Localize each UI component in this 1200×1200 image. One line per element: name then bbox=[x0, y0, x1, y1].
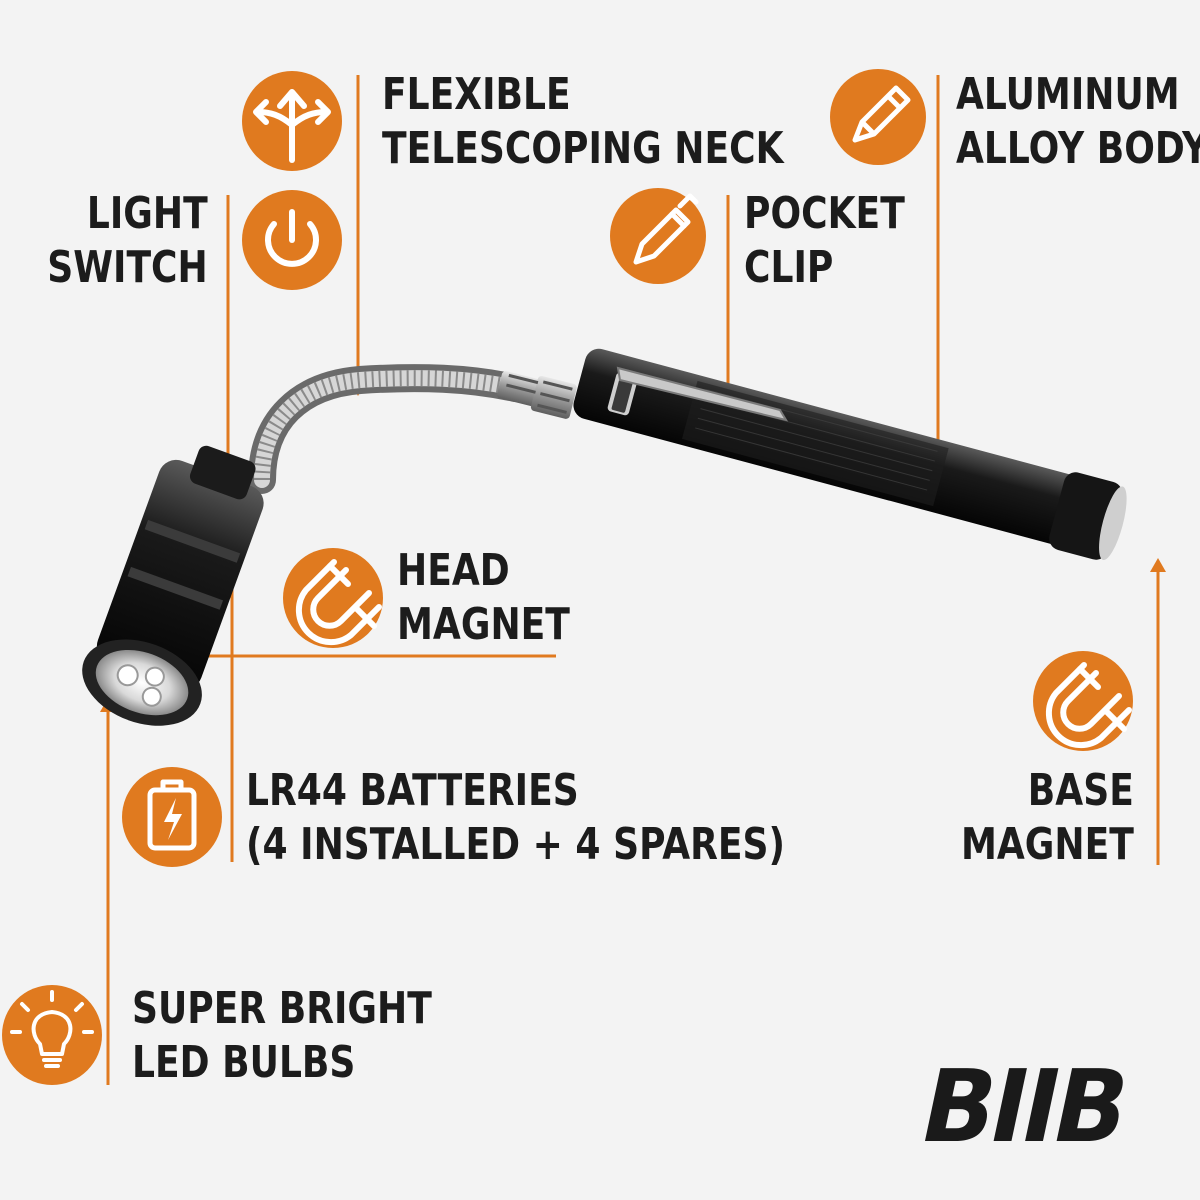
label-light-switch-line2: SWITCH bbox=[47, 242, 208, 293]
label-base-magnet-line1: BASE bbox=[1027, 765, 1134, 816]
label-aluminum-body-line2: ALLOY BODY bbox=[956, 123, 1200, 174]
label-batteries: LR44 BATTERIES (4 INSTALLED + 4 SPARES) bbox=[246, 764, 785, 872]
label-base-magnet-line2: MAGNET bbox=[961, 819, 1134, 870]
label-led-bulbs-line2: LED BULBS bbox=[132, 1037, 356, 1088]
label-batteries-line2: (4 INSTALLED + 4 SPARES) bbox=[246, 819, 786, 870]
label-light-switch: LIGHT SWITCH bbox=[47, 187, 208, 295]
brand-logo: BIIB bbox=[911, 1048, 1137, 1165]
label-flexible-neck-line1: FLEXIBLE bbox=[382, 69, 571, 120]
label-head-magnet: HEAD MAGNET bbox=[397, 544, 570, 652]
label-batteries-line1: LR44 BATTERIES bbox=[246, 765, 579, 816]
label-led-bulbs-line1: SUPER BRIGHT bbox=[132, 983, 432, 1034]
label-pocket-clip: POCKET CLIP bbox=[744, 187, 905, 295]
label-flexible-neck-line2: TELESCOPING NECK bbox=[382, 123, 784, 174]
label-light-switch-line1: LIGHT bbox=[87, 188, 208, 239]
pen-icon bbox=[610, 188, 706, 284]
label-pocket-clip-line2: CLIP bbox=[744, 242, 834, 293]
label-flexible-neck: FLEXIBLE TELESCOPING NECK bbox=[382, 68, 784, 176]
pocket-clip-shape bbox=[616, 366, 789, 422]
label-aluminum-body-line1: ALUMINUM bbox=[956, 69, 1180, 120]
label-head-magnet-line2: MAGNET bbox=[397, 599, 570, 650]
telescoping-flashlight bbox=[82, 348, 1127, 726]
pencil-icon bbox=[830, 69, 926, 165]
label-pocket-clip-line1: POCKET bbox=[744, 188, 905, 239]
battery-icon bbox=[122, 767, 222, 867]
label-base-magnet: BASE MAGNET bbox=[961, 764, 1134, 872]
lightbulb-icon bbox=[2, 985, 102, 1085]
power-icon bbox=[242, 190, 342, 290]
label-led-bulbs: SUPER BRIGHT LED BULBS bbox=[132, 982, 432, 1090]
telescoping-segments bbox=[496, 371, 577, 419]
three-way-arrows-icon bbox=[242, 71, 342, 171]
label-head-magnet-line1: HEAD bbox=[397, 545, 510, 596]
magnet-icon bbox=[1033, 651, 1133, 751]
aluminum-body bbox=[573, 348, 1127, 561]
label-aluminum-body: ALUMINUM ALLOY BODY bbox=[956, 68, 1200, 176]
flashlight-head bbox=[82, 445, 264, 726]
magnet-icon bbox=[283, 548, 383, 648]
